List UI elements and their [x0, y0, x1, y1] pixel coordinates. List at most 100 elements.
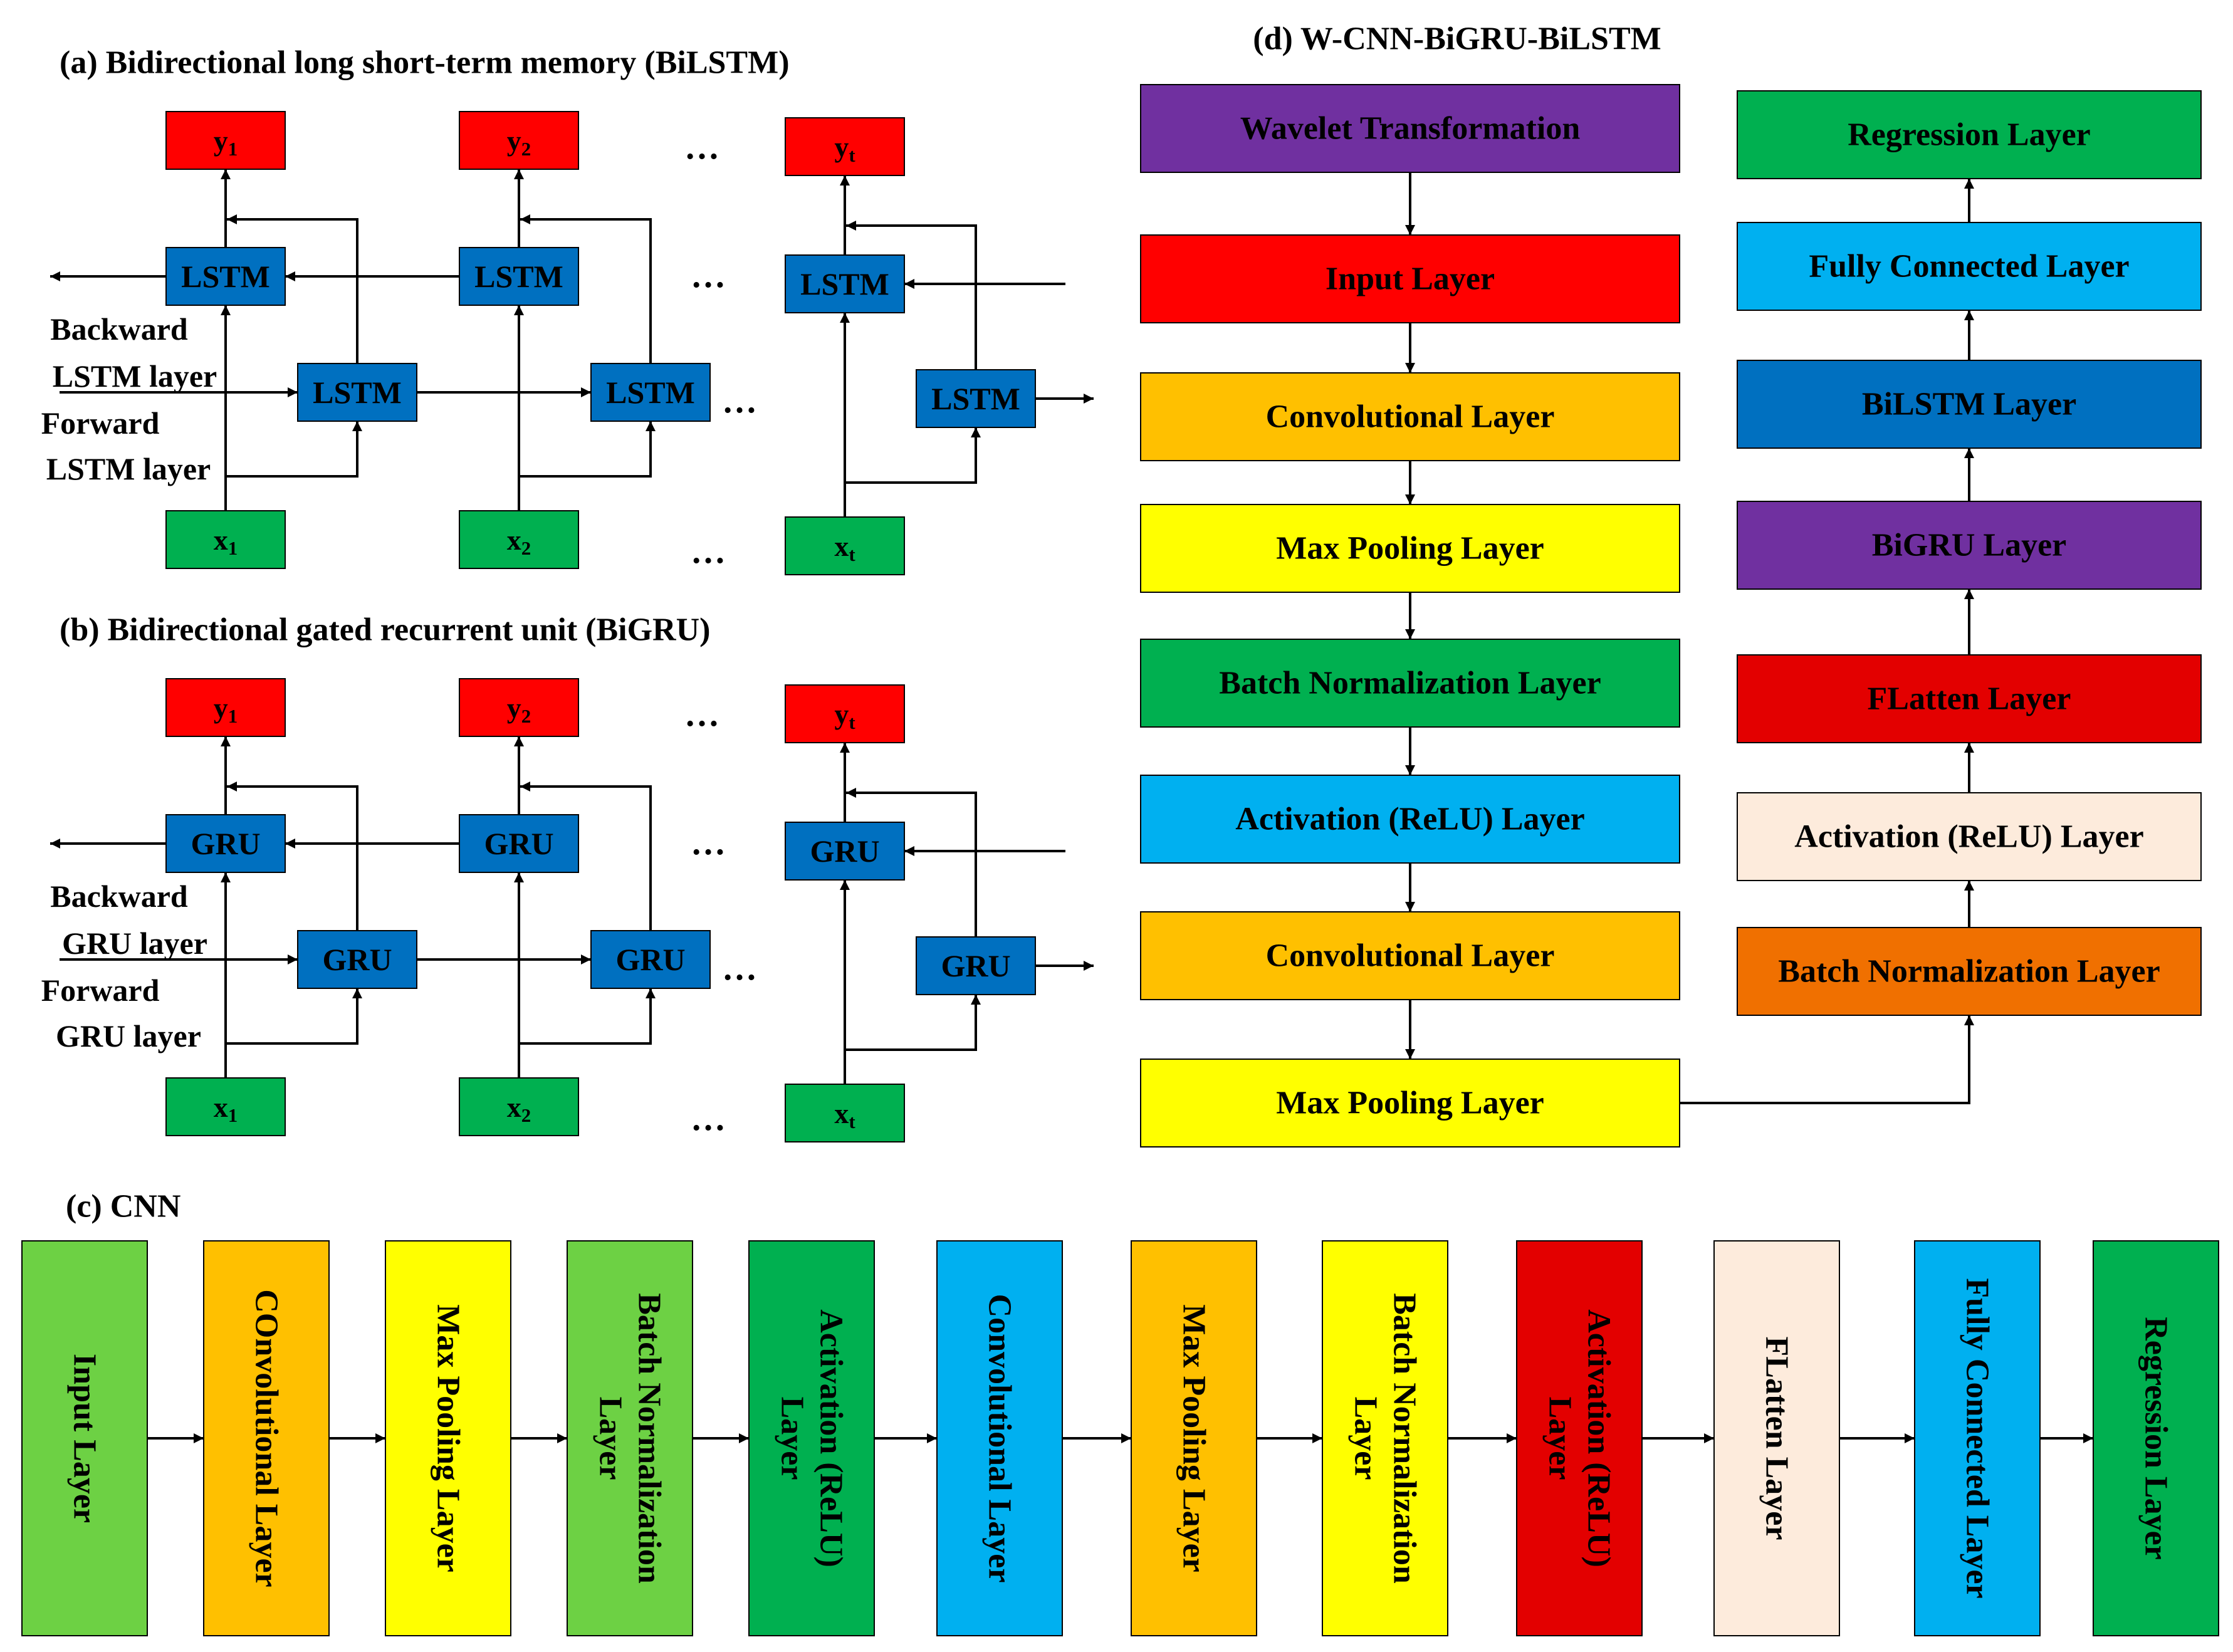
cnn-layer-box: [567, 1240, 693, 1636]
cnn-layer-box: [1322, 1240, 1448, 1636]
panel-title: (b) Bidirectional gated recurrent unit (…: [60, 612, 710, 648]
forward-cell-label: GRU: [322, 942, 392, 977]
backward-cell-label: LSTM: [474, 259, 563, 294]
flow-box: [1140, 639, 1680, 728]
forward-layer-label: Forward: [41, 973, 160, 1008]
cnn-layer-label: Max Pooling Layer: [431, 1304, 466, 1572]
ellipsis: …: [684, 128, 719, 167]
cnn-layer-label: COnvolutional Layer: [249, 1289, 285, 1587]
ellipsis: …: [691, 823, 726, 862]
output-box: [785, 117, 905, 176]
panel-title: (d) W-CNN-BiGRU-BiLSTM: [1253, 21, 1661, 57]
flow-box: [1737, 654, 2202, 743]
output-label: y1: [214, 692, 238, 727]
backward-cell-label: GRU: [810, 834, 879, 869]
cnn-layer-label: Activation (ReLU): [1581, 1309, 1617, 1567]
output-label: yt: [834, 131, 855, 166]
input-to-forward-arrow: [226, 988, 362, 1045]
input-box: [459, 510, 579, 569]
flow-box-label: Input Layer: [1326, 261, 1495, 297]
flow-box-label: FLatten Layer: [1868, 681, 2071, 717]
input-label: x2: [507, 524, 531, 559]
forward-cell: [297, 930, 417, 989]
cnn-layer-box: [203, 1240, 330, 1636]
panel-c-cnn: (c) CNN Input Layer COnvolutional Layer Max…: [21, 1189, 2219, 1636]
backward-cell-label: GRU: [484, 826, 553, 861]
cnn-layer-label: Fully Connected Layer: [1960, 1278, 1995, 1598]
forward-layer-label: Forward: [41, 405, 160, 441]
cnn-layer-label: Max Pooling Layer: [1176, 1304, 1212, 1572]
forward-to-output-arrow: [520, 782, 652, 931]
forward-cell-label: LSTM: [313, 375, 402, 410]
input-box: [165, 1077, 286, 1136]
output-label: y2: [507, 692, 531, 727]
backward-layer-label: LSTM layer: [53, 358, 217, 394]
backward-layer-label: GRU layer: [62, 926, 207, 961]
cnn-layer-label: Layer: [593, 1397, 629, 1480]
backward-cell-label: LSTM: [181, 259, 270, 294]
cnn-layer-box: [1516, 1240, 1643, 1636]
flow-box: [1140, 504, 1680, 593]
input-box: [165, 510, 286, 569]
panel-title: (c) CNN: [66, 1189, 180, 1225]
input-to-forward-arrow: [845, 427, 981, 484]
flow-box: [1140, 1059, 1680, 1148]
flow-box-label: Max Pooling Layer: [1276, 1085, 1544, 1121]
input-label: x1: [214, 524, 238, 559]
output-label: y2: [507, 125, 531, 160]
ellipsis: …: [691, 532, 726, 571]
output-box: [459, 678, 579, 737]
input-to-forward-arrow: [519, 421, 656, 478]
input-label: xt: [834, 1097, 855, 1132]
output-box: [459, 111, 579, 170]
cnn-layer-label: FLatten Layer: [1759, 1337, 1795, 1540]
backward-cell-label: GRU: [191, 826, 260, 861]
panel-d-w-cnn-bigru-bilstm: (d) W-CNN-BiGRU-BiLSTM Wavelet Transforma…: [1140, 21, 2202, 1148]
cnn-layer-box: [748, 1240, 875, 1636]
cnn-layer-label: Batch Normalization: [1387, 1293, 1423, 1584]
cnn-layer-label: Layer: [775, 1397, 810, 1480]
forward-to-output-arrow: [846, 788, 977, 937]
forward-cell: [590, 930, 711, 989]
input-to-forward-arrow: [226, 421, 362, 478]
column-connector-arrow: [1680, 1015, 1974, 1104]
input-label: x1: [214, 1091, 238, 1126]
ellipsis: …: [684, 695, 719, 734]
ellipsis: …: [691, 256, 726, 295]
forward-cell-label: LSTM: [606, 375, 695, 410]
input-label: x2: [507, 1091, 531, 1126]
cnn-layer-label: Batch Normalization: [632, 1293, 667, 1584]
flow-box: [1737, 927, 2202, 1016]
cnn-layer-box: [936, 1240, 1063, 1636]
cnn-layer-label: Regression Layer: [2138, 1317, 2174, 1560]
flow-box: [1140, 84, 1680, 173]
backward-cell: [165, 247, 286, 306]
panel-a-bilstm: (a) Bidirectional long short-term memory…: [41, 45, 1094, 575]
forward-cell: [916, 936, 1036, 995]
cnn-layer-box: [1914, 1240, 2041, 1636]
flow-box-label: Convolutional Layer: [1266, 938, 1555, 974]
forward-layer-label: LSTM layer: [46, 451, 211, 486]
forward-to-output-arrow: [846, 221, 977, 370]
flow-box-label: Wavelet Transformation: [1240, 111, 1581, 147]
forward-layer-label: GRU layer: [56, 1018, 201, 1053]
flow-box-label: BiGRU Layer: [1872, 528, 2067, 563]
flow-box: [1737, 222, 2202, 311]
input-label: xt: [834, 530, 855, 565]
flow-box-label: Convolutional Layer: [1266, 399, 1555, 435]
backward-layer-label: Backward: [50, 879, 188, 914]
input-box: [459, 1077, 579, 1136]
flow-box: [1140, 372, 1680, 461]
forward-to-output-arrow: [520, 214, 652, 363]
backward-cell: [459, 814, 579, 873]
output-label: y1: [214, 125, 238, 160]
cnn-layer-label: Convolutional Layer: [982, 1294, 1018, 1583]
cnn-layer-label: Activation (ReLU): [813, 1309, 849, 1567]
forward-cell-label: LSTM: [931, 381, 1020, 416]
forward-cell-label: GRU: [615, 942, 685, 977]
cnn-layer-label: Input Layer: [67, 1354, 103, 1523]
output-label: yt: [834, 698, 855, 733]
flow-box: [1737, 501, 2202, 590]
cnn-layer-box: [2093, 1240, 2219, 1636]
